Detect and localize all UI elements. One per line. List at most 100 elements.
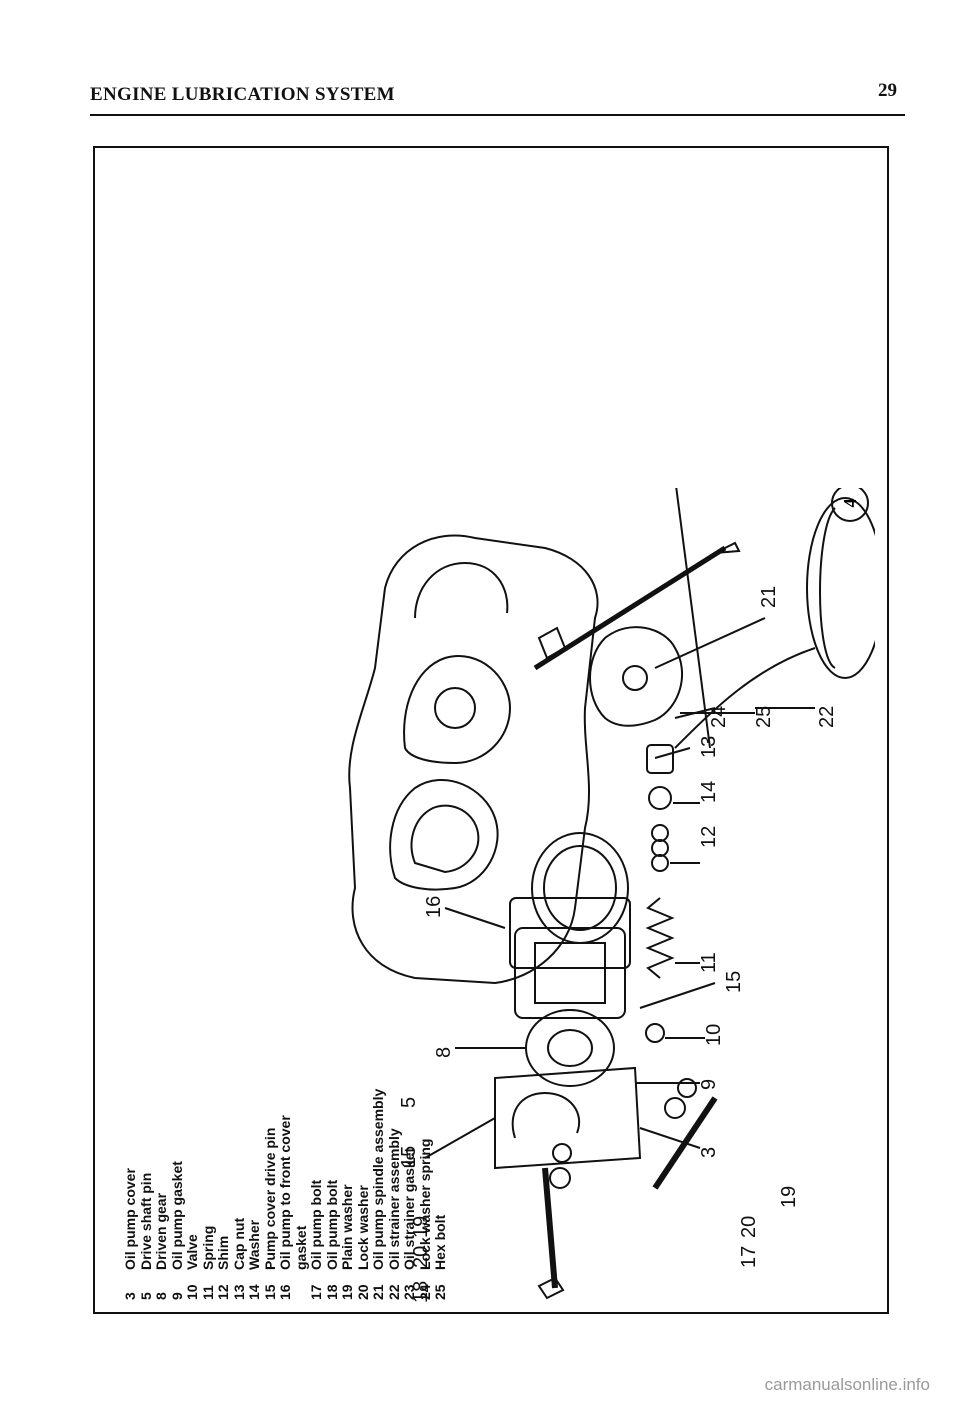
cap-nut xyxy=(646,744,674,774)
legend-item-text: Cap nut xyxy=(230,1217,247,1270)
pump-bolt-18 xyxy=(542,1167,558,1289)
legend-item-number: 19 xyxy=(339,1284,355,1300)
callout-21: 21 xyxy=(758,586,780,608)
legend-item-number: 24 xyxy=(416,1284,433,1300)
section-title: ENGINE LUBRICATION SYSTEM xyxy=(90,84,395,105)
legend-item: 9 Oil pump gasket xyxy=(168,940,186,1300)
callout-20-left: 20 xyxy=(410,1246,432,1268)
callout-16: 16 xyxy=(423,896,445,918)
pump-body xyxy=(514,927,626,1019)
legend-item: 17 Oil pump bolt xyxy=(308,940,325,1300)
legend-item-text: Washer xyxy=(246,1219,262,1270)
legend-item-text: Drive shaft pin xyxy=(137,1172,154,1270)
legend-item-number: 20 xyxy=(354,1284,371,1300)
legend-item: 8 Driven gear xyxy=(153,940,170,1300)
callout-12: 12 xyxy=(698,826,720,848)
callout-10: 10 xyxy=(703,1024,725,1046)
legend-item: 16 Oil pump to front cover xyxy=(277,940,294,1300)
legend-item: 15 Pump cover drive pin xyxy=(261,940,279,1300)
legend-item-number: 15 xyxy=(261,1284,278,1300)
legend-item: 25 Hex bolt xyxy=(432,940,449,1300)
legend-item-number: 5 xyxy=(137,1292,154,1300)
legend-item-number: 13 xyxy=(230,1284,247,1300)
legend-item-number: 23 xyxy=(401,1284,417,1300)
legend-item-number: 21 xyxy=(370,1284,386,1300)
legend-item: 12 Shim xyxy=(215,940,232,1300)
callout-15-lower: 15 xyxy=(398,1146,420,1168)
callout-24: 24 xyxy=(708,706,730,728)
cap-washer xyxy=(648,786,672,810)
legend-item-text: Shim xyxy=(215,1235,231,1270)
legend-item-text: Lock washer spring xyxy=(416,1138,433,1270)
legend-item-text: Oil pump gasket xyxy=(168,1161,185,1270)
page-number: 29 xyxy=(878,80,897,101)
front-cover-casting xyxy=(348,534,599,985)
pump-cover xyxy=(494,1066,642,1170)
figure-frame: 4 21 23 24 25 22 16 12 13 14 11 8 15 10 … xyxy=(93,146,889,1314)
legend-item: 3 Oil pump cover xyxy=(122,940,139,1300)
legend-item-text: Spring xyxy=(199,1225,216,1270)
legend-item-number: 17 xyxy=(308,1284,324,1300)
legend-item-text: Oil pump bolt xyxy=(323,1179,340,1270)
watermark: carmanualsonline.info xyxy=(764,1375,930,1394)
callout-19-left: 19 xyxy=(410,1216,432,1238)
legend-item-text: Lock washer xyxy=(354,1185,371,1270)
legend-item-text: Oil strainer assembly xyxy=(385,1128,402,1270)
legend-item: 22 Oil strainer assembly xyxy=(385,940,403,1300)
legend-item-number: 3 xyxy=(122,1292,138,1300)
legend-item-number: 9 xyxy=(168,1292,185,1300)
legend-item-text: Driven gear xyxy=(153,1192,169,1270)
callout-18: 18 xyxy=(410,1281,432,1303)
callout-15-upper: 15 xyxy=(723,971,745,993)
callout-5: 5 xyxy=(398,1097,420,1108)
legend-item-number: 25 xyxy=(432,1284,448,1300)
legend-item-number: 12 xyxy=(215,1284,231,1300)
legend-item-number: 16 xyxy=(277,1284,293,1300)
legend-item: 5 Drive shaft pin xyxy=(137,940,155,1300)
driven-gear xyxy=(525,1009,615,1087)
legend-item-number: 10 xyxy=(184,1284,200,1300)
callout-9: 9 xyxy=(698,1079,720,1090)
legend-item: 18 Oil pump bolt xyxy=(323,940,341,1300)
legend-item: 20 Lock washer xyxy=(354,940,372,1300)
strainer-screen xyxy=(806,497,875,679)
legend-item-number: 11 xyxy=(199,1285,216,1300)
relief-valve xyxy=(645,1023,665,1043)
callout-13: 13 xyxy=(698,736,720,758)
legend-item-text: Pump cover drive pin xyxy=(261,1127,278,1270)
callout-labels: 4 21 23 24 25 22 16 12 13 14 11 8 15 10 … xyxy=(398,499,860,1304)
legend-item-number: 18 xyxy=(323,1284,340,1300)
legend-item: 14 Washer xyxy=(246,940,263,1300)
strainer-gasket xyxy=(589,626,684,727)
pump-gasket-16 xyxy=(509,897,631,969)
legend-item: 24 Lock washer spring xyxy=(416,940,434,1300)
callout-17: 17 xyxy=(738,1246,760,1268)
legend-item-text: Oil pump spindle assembly xyxy=(370,1088,386,1270)
legend-item-text: Oil pump bolt xyxy=(308,1179,324,1270)
callout-22: 22 xyxy=(816,706,838,728)
rotated-figure: 4 21 23 24 25 22 16 12 13 14 11 8 15 10 … xyxy=(115,488,875,1308)
legend-item: 11 Spring xyxy=(199,940,217,1300)
callout-20-right: 20 xyxy=(738,1216,760,1238)
legend-item-text: Oil pump cover xyxy=(122,1168,138,1270)
legend-item-text: Hex bolt xyxy=(432,1214,448,1270)
legend-item-number: 22 xyxy=(385,1284,402,1300)
legend-item-number: 14 xyxy=(246,1284,262,1300)
figure-number-badge xyxy=(831,488,869,522)
callout-3: 3 xyxy=(698,1147,720,1158)
callout-11: 11 xyxy=(698,952,720,973)
legend-item: 21 Oil pump spindle assembly xyxy=(370,940,387,1300)
legend-item-continuation: gasket xyxy=(292,1225,309,1270)
legend-item-text: Oil strainer gasket xyxy=(401,1147,417,1270)
legend-item-number: 8 xyxy=(153,1292,169,1300)
legend-item-text: Valve xyxy=(184,1234,200,1270)
strainer-pipe xyxy=(674,647,816,749)
legend-item: 23 Oil strainer gasket xyxy=(401,940,418,1300)
relief-spring xyxy=(645,897,675,979)
callout-14: 14 xyxy=(698,781,720,803)
legend-item-text: Oil pump to front cover xyxy=(277,1115,293,1270)
exploded-diagram xyxy=(348,488,875,1300)
legend-item: 10 Valve xyxy=(184,940,201,1300)
